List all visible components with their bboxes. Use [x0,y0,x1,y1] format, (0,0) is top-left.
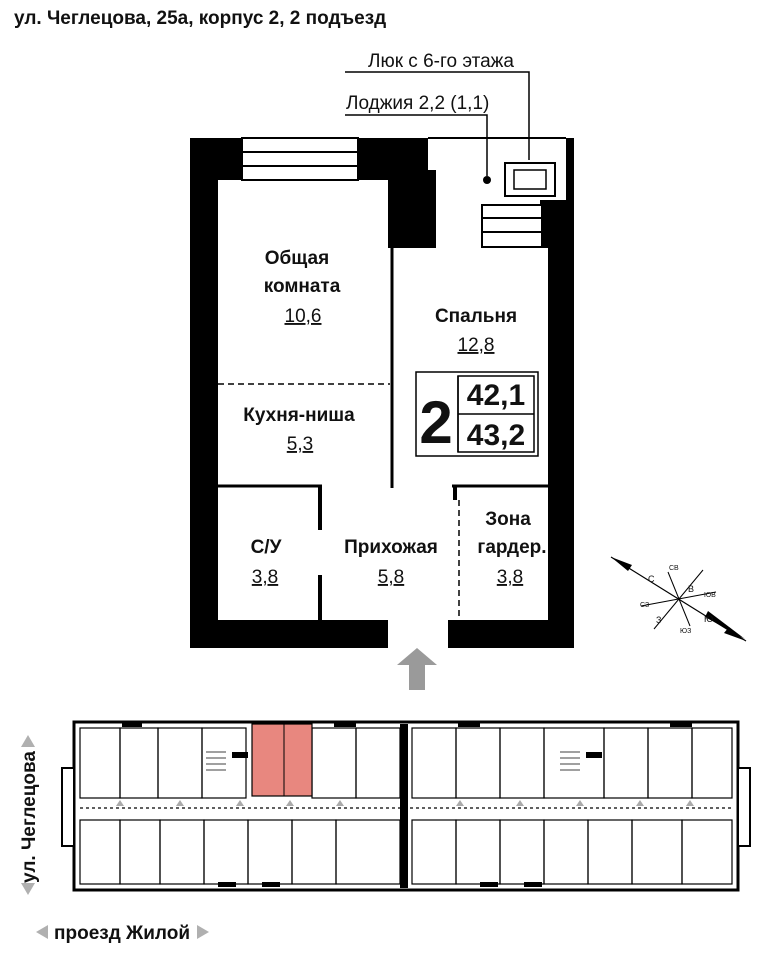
wardrobe-name-1: Зона [485,509,531,530]
hatch-box [504,162,556,197]
wall-pillar [388,170,436,248]
bathroom-name: С/У [251,537,282,558]
window-loggia [481,204,543,248]
wall-top-left [190,138,242,180]
bedroom-area: 12,8 [458,335,495,356]
compass-nw: СЗ [640,602,649,609]
building-floor-plan [61,720,751,892]
loggia-marker [483,176,491,184]
compass-s: Ю [704,614,713,624]
compass-n: С [648,574,655,584]
street-left-arrow-icon [36,925,48,939]
bedroom-name: Спальня [435,306,517,327]
hallway-name: Прихожая [344,537,438,558]
window-top [241,137,359,181]
compass-se: ЮВ [704,592,716,599]
wall-right-upper [566,138,574,208]
street-up-arrow-icon [21,735,35,747]
bottom-street-label: проезд Жилой [54,923,190,944]
living-room-name-1: Общая [265,248,329,269]
wardrobe-name-2: гардер. [477,537,546,558]
wall-left [190,138,218,648]
entrance-arrow-icon [397,648,437,690]
bathroom-area: 3,8 [252,567,278,588]
compass-e: В [688,584,694,594]
hatch-callout-line [345,71,530,160]
hallway-area: 5,8 [378,567,404,588]
wall-pillar-right [540,200,574,248]
total-area-value: 43,2 [467,419,525,452]
hatch-label: Люк с 6-го этажа [368,51,514,72]
rooms-count: 2 [419,389,452,456]
wardrobe-area: 3,8 [497,567,523,588]
compass-sw: ЮЗ [680,628,691,635]
wall-right [548,200,574,648]
living-room-name-2: комната [264,276,341,297]
highlighted-apartment [251,723,313,797]
street-down-arrow-icon [21,883,35,895]
compass-rose-icon [610,556,747,642]
compass-w: З [656,615,661,625]
apartment-summary-box [415,371,539,457]
apartment-plan [190,71,574,690]
compass-ne: СВ [669,565,679,572]
street-right-arrow-icon [197,925,209,939]
wall-bottom-left [190,620,388,648]
living-room-area: 10,6 [285,306,322,327]
address-title: ул. Чеглецова, 25а, корпус 2, 2 подъезд [14,8,386,29]
wall-bottom-right [448,620,574,648]
loggia-callout-line [345,114,488,176]
kitchen-area: 5,3 [287,434,313,455]
side-street-label: ул. Чеглецова [19,751,40,883]
loggia-label: Лоджия 2,2 (1,1) [346,93,489,114]
kitchen-name: Кухня-ниша [243,405,355,426]
living-area-value: 42,1 [467,379,525,412]
